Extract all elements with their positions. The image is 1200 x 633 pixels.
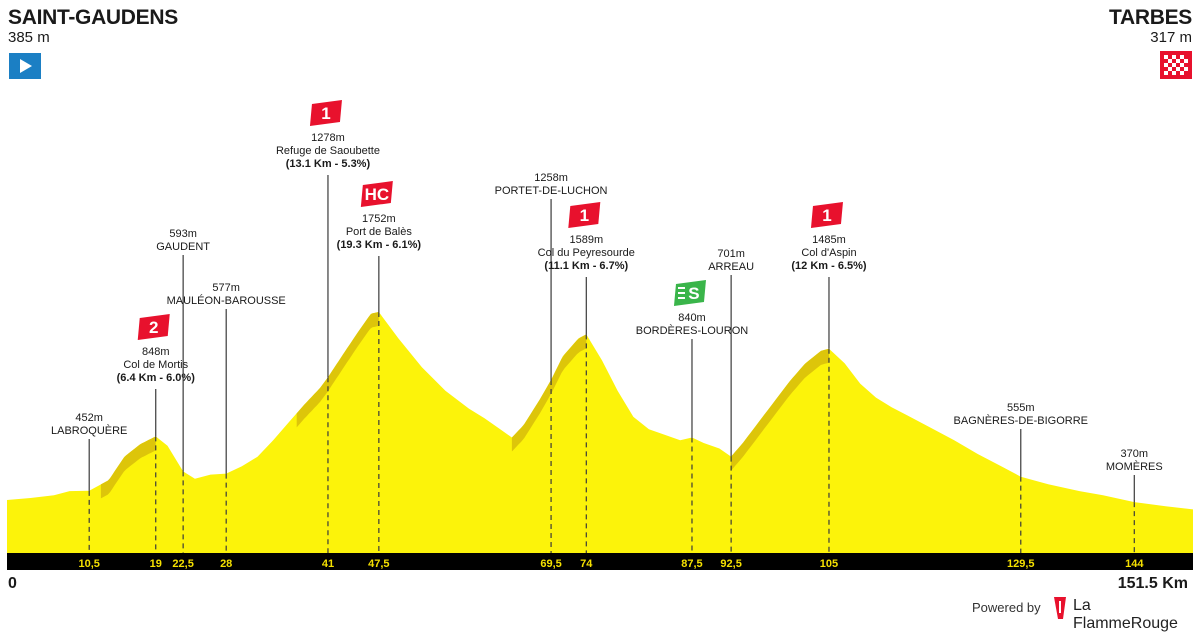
waypoint-altitude: 1278m [311,132,345,144]
waypoint-altitude: 577m [212,282,240,294]
waypoint-name: ARREAU [708,261,754,273]
waypoint-name: GAUDENT [156,241,210,253]
badge-label: S [688,284,699,303]
km-tick-label: 28 [220,558,232,570]
distance-start-label: 0 [8,575,17,592]
waypoint-name: BAGNÈRES-DE-BIGORRE [954,414,1088,427]
km-tick-label: 144 [1125,558,1144,570]
waypoint-altitude: 840m [678,312,706,324]
waypoint-name: LABROQUÈRE [51,424,127,437]
badge-label: HC [365,185,390,204]
brand-name: La FlammeRouge [1073,597,1178,632]
climb-category-badge: 1 [309,100,342,126]
km-tick-label: 129,5 [1007,558,1035,570]
distance-axis-bar [7,553,1193,570]
climb-category-badge: HC [360,181,393,207]
waypoint-name: Col du Peyresourde [538,247,635,259]
km-tick-label: 22,5 [172,558,193,570]
checkered-flag-icon [1160,51,1192,79]
climb-segment [296,377,328,428]
badge-label: 1 [580,206,589,225]
waypoint-name: BORDÈRES-LOURON [636,324,749,337]
powered-by-text: Powered by [972,600,1041,615]
km-tick-label: 41 [322,558,334,570]
climb-segment [100,436,156,499]
waypoint-altitude: 1258m [534,172,568,184]
waypoint-altitude: 555m [1007,402,1035,414]
waypoint-name: Col de Mortis [123,359,188,371]
start-altitude: 385 m [8,29,50,46]
waypoint-altitude: 1589m [569,234,603,246]
km-tick-label: 19 [150,558,162,570]
climb-detail: (13.1 Km - 5.3%) [286,158,371,170]
waypoint-name: Col d'Aspin [801,247,856,259]
badge-label: 1 [321,104,330,123]
climb-segment [731,348,829,471]
climb-detail: (11.1 Km - 6.7%) [544,260,628,272]
climb-segment [511,334,587,452]
climb-detail: (19.3 Km - 6.1%) [337,239,422,251]
sprint-badge-icon: S [673,280,706,306]
waypoint-name: Refuge de Saoubette [276,145,380,157]
km-tick-label: 74 [580,558,593,570]
flame-rouge-logo-icon [1054,597,1066,619]
waypoint-name: MAULÉON-BAROUSSE [167,294,286,307]
climb-segments [100,312,829,499]
waypoint-altitude: 848m [142,346,170,358]
waypoint-name: MOMÈRES [1106,460,1163,473]
play-flag-icon [9,53,41,79]
km-tick-label: 87,5 [681,558,702,570]
start-town-name: SAINT-GAUDENS [8,6,178,29]
finish-town-name: TARBES [1109,6,1192,29]
climb-segment [328,312,379,392]
finish-altitude: 317 m [1150,29,1192,46]
km-tick-label: 92,5 [720,558,741,570]
climb-detail: (6.4 Km - 6.0%) [117,372,196,384]
waypoint-altitude: 452m [75,412,103,424]
km-tick-label: 105 [820,558,838,570]
waypoint-altitude: 1752m [362,213,396,225]
climb-detail: (12 Km - 6.5%) [791,260,867,272]
waypoint-name: Port de Balès [346,226,413,238]
badge-label: 1 [822,206,831,225]
climb-category-badge: 1 [568,202,601,228]
climb-category-badge: 2 [137,314,170,340]
waypoint-name: PORTET-DE-LUCHON [495,185,608,197]
elevation-profile-area [7,312,1193,553]
climb-category-badge: 1 [810,202,843,228]
distance-end-label: 151.5 Km [1117,575,1188,592]
km-tick-label: 69,5 [540,558,561,570]
waypoint-altitude: 370m [1121,448,1149,460]
km-tick-label: 10,5 [78,558,99,570]
waypoint-altitude: 701m [717,248,745,260]
waypoint-altitude: 593m [169,228,197,240]
waypoint-altitude: 1485m [812,234,846,246]
badge-label: 2 [149,318,158,337]
km-tick-label: 47,5 [368,558,389,570]
